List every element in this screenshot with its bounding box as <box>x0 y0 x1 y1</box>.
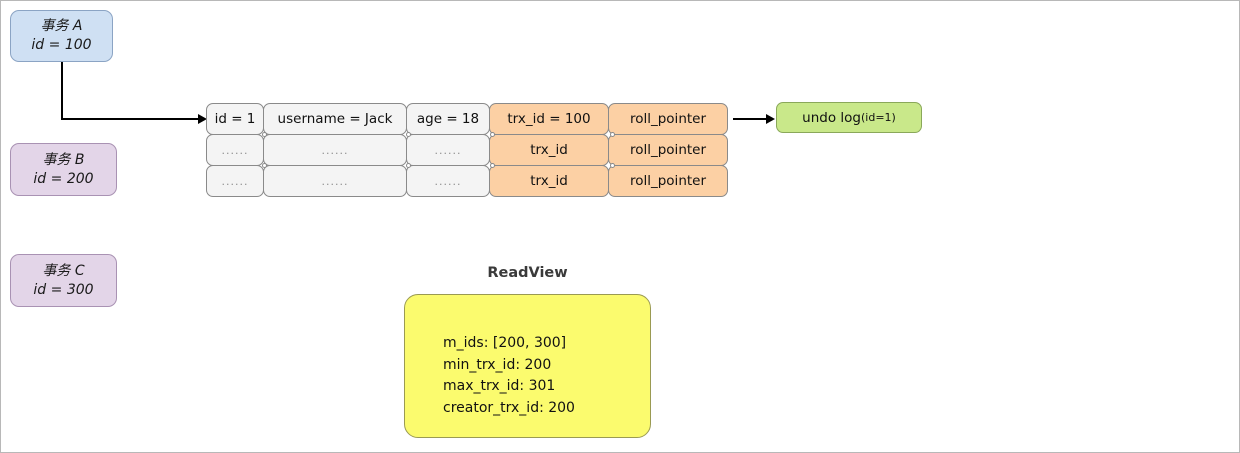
cell-id-row2: ...... <box>206 134 264 166</box>
cell-rollpointer-row3: roll_pointer <box>608 165 728 197</box>
undo-log-box: undo log (id=1) <box>776 102 922 133</box>
transaction-c-id: id = 300 <box>33 281 94 298</box>
ellipsis-text: ...... <box>321 143 349 157</box>
transaction-c-name: 事务 C <box>42 262 85 279</box>
table-joint <box>610 163 615 168</box>
connector-a-vertical <box>61 62 63 119</box>
connector-undolog-arrowhead <box>766 114 775 124</box>
ellipsis-text: ...... <box>221 143 249 157</box>
ellipsis-text: ...... <box>221 174 249 188</box>
cell-username-row1: username = Jack <box>263 103 407 135</box>
table-joint <box>406 163 411 168</box>
transaction-box-a: 事务 A id = 100 <box>10 10 113 62</box>
undo-log-label: undo log <box>802 109 861 126</box>
readview-title: ReadView <box>487 265 568 281</box>
undo-log-sub: (id=1) <box>860 111 896 124</box>
table-joint <box>262 163 267 168</box>
cell-username-row2: ...... <box>263 134 407 166</box>
transaction-b-id: id = 200 <box>33 170 94 187</box>
table-joint <box>262 132 267 137</box>
cell-trxid-row1: trx_id = 100 <box>489 103 609 135</box>
ellipsis-text: ...... <box>321 174 349 188</box>
cell-trxid-row2: trx_id <box>489 134 609 166</box>
table-joint <box>490 163 495 168</box>
readview-m-ids: m_ids: [200, 300] <box>443 335 567 351</box>
table-joint <box>490 132 495 137</box>
connector-a-horizontal <box>61 118 199 120</box>
connector-undolog-line <box>733 118 767 120</box>
cell-id-row3: ...... <box>206 165 264 197</box>
record-table: id = 1 username = Jack age = 18 trx_id =… <box>206 103 728 197</box>
readview-min-trx-id: min_trx_id: 200 <box>443 356 552 373</box>
transaction-a-name: 事务 A <box>40 18 83 35</box>
connector-a-arrowhead <box>198 114 207 124</box>
cell-trxid-row3: trx_id <box>489 165 609 197</box>
table-row: ...... ...... ...... trx_id roll_pointer <box>206 165 728 197</box>
cell-id-row1: id = 1 <box>206 103 264 135</box>
table-row: ...... ...... ...... trx_id roll_pointer <box>206 134 728 166</box>
cell-age-row2: ...... <box>406 134 490 166</box>
cell-rollpointer-row2: roll_pointer <box>608 134 728 166</box>
cell-username-row3: ...... <box>263 165 407 197</box>
cell-rollpointer-row1: roll_pointer <box>608 103 728 135</box>
ellipsis-text: ...... <box>434 143 462 157</box>
transaction-box-b: 事务 B id = 200 <box>10 143 117 196</box>
table-joint <box>406 132 411 137</box>
cell-age-row3: ...... <box>406 165 490 197</box>
table-row: id = 1 username = Jack age = 18 trx_id =… <box>206 103 728 135</box>
ellipsis-text: ...... <box>434 174 462 188</box>
cell-age-row1: age = 18 <box>406 103 490 135</box>
readview-creator-trx-id: creator_trx_id: 200 <box>443 400 575 417</box>
readview-box: m_ids: [200, 300] min_trx_id: 200 max_tr… <box>404 294 651 438</box>
readview-max-trx-id: max_trx_id: 301 <box>443 378 556 395</box>
transaction-a-id: id = 100 <box>31 37 92 53</box>
transaction-box-c: 事务 C id = 300 <box>10 254 117 307</box>
transaction-b-name: 事务 B <box>42 151 85 168</box>
table-joint <box>610 132 615 137</box>
